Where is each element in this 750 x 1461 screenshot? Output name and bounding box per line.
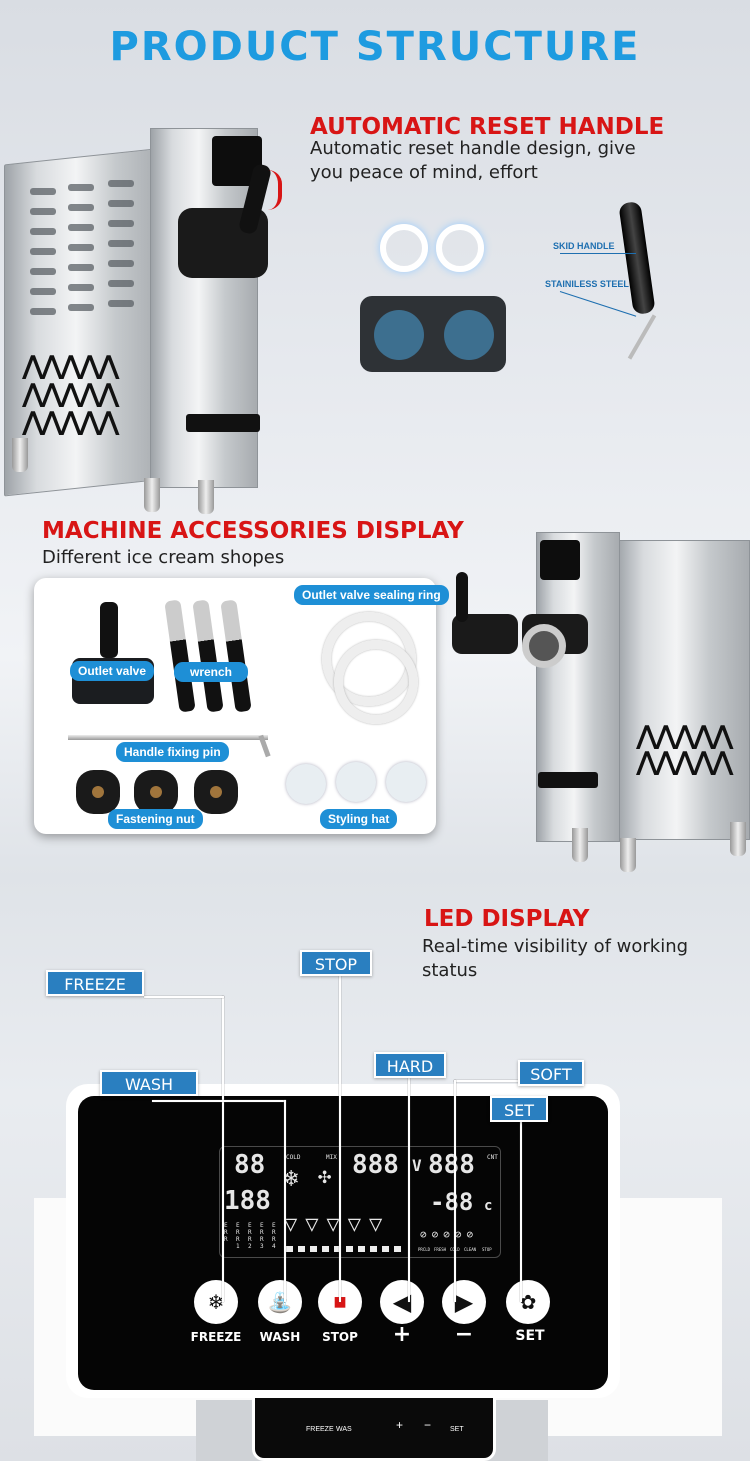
- page-title: PRODUCT STRUCTURE: [109, 24, 641, 70]
- set-connector: [520, 1120, 522, 1302]
- outlet-valve-image: [100, 602, 118, 658]
- lcd-cold-label: COLD: [286, 1154, 301, 1161]
- status-stop: STOP: [482, 1247, 492, 1252]
- fastening-nut-image: [76, 770, 120, 814]
- small-panel-set: SET: [450, 1426, 464, 1433]
- soft-tag: SOFT: [518, 1060, 584, 1086]
- hard-tag: HARD: [374, 1052, 446, 1078]
- snowflake-icon: ❄: [207, 1291, 225, 1314]
- handle-image: [618, 201, 656, 315]
- small-panel-minus: −: [424, 1418, 432, 1432]
- right-arrow-icon: ▶: [454, 1288, 474, 1316]
- set-button-label: SET: [515, 1328, 545, 1344]
- stainless-label: STAINILESS STEEL: [545, 279, 629, 289]
- status-prcld: PRCLD: [418, 1247, 431, 1252]
- styling-hat-label: Styling hat: [320, 809, 398, 829]
- mix-fan-icon: ✣: [318, 1164, 332, 1189]
- machine-image: ⋀⋀⋀⋀⋀ ⋀⋀⋀⋀⋀ ⋀⋀⋀⋀⋀: [0, 128, 290, 514]
- machine-image-2: ⋀⋀⋀⋀⋀ ⋀⋀⋀⋀⋀: [440, 532, 750, 872]
- handle-rod-image: [627, 314, 657, 360]
- freeze-connector: [222, 996, 224, 1302]
- sealing-ring-image: [334, 640, 418, 724]
- skid-handle-label: SKID HANDLE: [553, 241, 615, 251]
- left-arrow-icon: ◀: [392, 1288, 412, 1316]
- faucet-icon: ⛲: [267, 1291, 293, 1314]
- freeze-tag: FREEZE: [46, 970, 144, 996]
- soft-connector-h: [454, 1080, 520, 1082]
- fixing-pin-image: [68, 735, 268, 740]
- status-clean: CLEAN: [464, 1247, 477, 1252]
- led-description: Real-time visibility of working status: [422, 936, 689, 981]
- status-icons: ⊘⊘⊘⊘⊘: [420, 1228, 479, 1241]
- set-button[interactable]: ✿: [506, 1280, 550, 1324]
- accessories-description: Different ice cream shopes: [42, 547, 285, 568]
- control-panel-screen: [78, 1096, 608, 1390]
- reset-description: Automatic reset handle design, give you …: [310, 138, 636, 183]
- lcd-top-right: 888: [428, 1150, 475, 1180]
- outlet-valve-label: Outlet valve: [70, 661, 155, 681]
- lcd-top-mid: 888: [352, 1150, 399, 1180]
- err-2: E R R 1: [236, 1222, 240, 1250]
- seal-ring-image: [380, 224, 428, 272]
- small-panel: [252, 1398, 496, 1461]
- snowflake-icon: ❄: [284, 1164, 299, 1192]
- led-heading: LED DISPLAY: [424, 906, 590, 932]
- small-panel-wash: WAS: [336, 1426, 352, 1433]
- styling-hat-image: [336, 762, 376, 802]
- status-fresh: FRESH: [434, 1247, 447, 1252]
- small-panel-freeze: FREEZE: [306, 1426, 334, 1433]
- seal-ring-image: [436, 224, 484, 272]
- err-4: E R R 3: [260, 1222, 264, 1250]
- wash-connector: [284, 1100, 286, 1302]
- freeze-connector-h: [144, 996, 224, 998]
- ice-cream-icons: ▽▽▽▽▽: [284, 1212, 391, 1237]
- wrench-label: wrench: [174, 662, 249, 682]
- wash-button[interactable]: ⛲: [258, 1280, 302, 1324]
- fixing-pin-label: Handle fixing pin: [116, 742, 229, 762]
- stop-button-label: STOP: [322, 1330, 358, 1344]
- fastening-nut-label: Fastening nut: [108, 809, 203, 829]
- lcd-v: V: [412, 1156, 422, 1175]
- wash-tag: WASH: [100, 1070, 198, 1096]
- lcd-mix-label: MIX: [326, 1154, 337, 1161]
- soft-minus-button[interactable]: ▶: [442, 1280, 486, 1324]
- accessories-heading: MACHINE ACCESSORIES DISPLAY: [42, 518, 464, 544]
- err-3: E R R 2: [248, 1222, 252, 1250]
- gear-icon: ✿: [519, 1291, 537, 1314]
- styling-hat-image: [286, 764, 326, 804]
- freeze-button[interactable]: ❄: [194, 1280, 238, 1324]
- valve-body-image: [360, 296, 506, 372]
- wash-connector-h: [152, 1100, 286, 1102]
- lcd-temp-unit: c: [484, 1198, 493, 1214]
- lcd-mid-left: 188: [224, 1186, 271, 1216]
- hardness-bar: [286, 1246, 406, 1252]
- lcd-cnt-label: CNT: [487, 1154, 498, 1161]
- stop-connector: [339, 976, 341, 1302]
- err-1: E R R: [224, 1222, 228, 1243]
- fastening-nut-image: [134, 770, 178, 814]
- sealing-ring-label: Outlet valve sealing ring: [294, 585, 449, 605]
- lcd-temp: -88: [430, 1188, 474, 1216]
- set-tag: SET: [490, 1096, 548, 1122]
- reset-heading: AUTOMATIC RESET HANDLE: [310, 114, 665, 140]
- err-5: E R R 4: [272, 1222, 276, 1250]
- lcd-top-left: 88: [234, 1150, 266, 1180]
- small-panel-plus: +: [396, 1418, 404, 1432]
- soft-connector: [454, 1080, 456, 1302]
- lcd-display: [219, 1146, 501, 1258]
- styling-hat-image: [386, 762, 426, 802]
- plus-button-label: +: [392, 1322, 412, 1347]
- fastening-nut-image: [194, 770, 238, 814]
- freeze-button-label: FREEZE: [190, 1330, 242, 1344]
- minus-button-label: −: [454, 1322, 474, 1347]
- stop-tag: STOP: [300, 950, 372, 976]
- hard-plus-button[interactable]: ◀: [380, 1280, 424, 1324]
- hard-connector: [408, 1078, 410, 1302]
- wash-button-label: WASH: [259, 1330, 301, 1344]
